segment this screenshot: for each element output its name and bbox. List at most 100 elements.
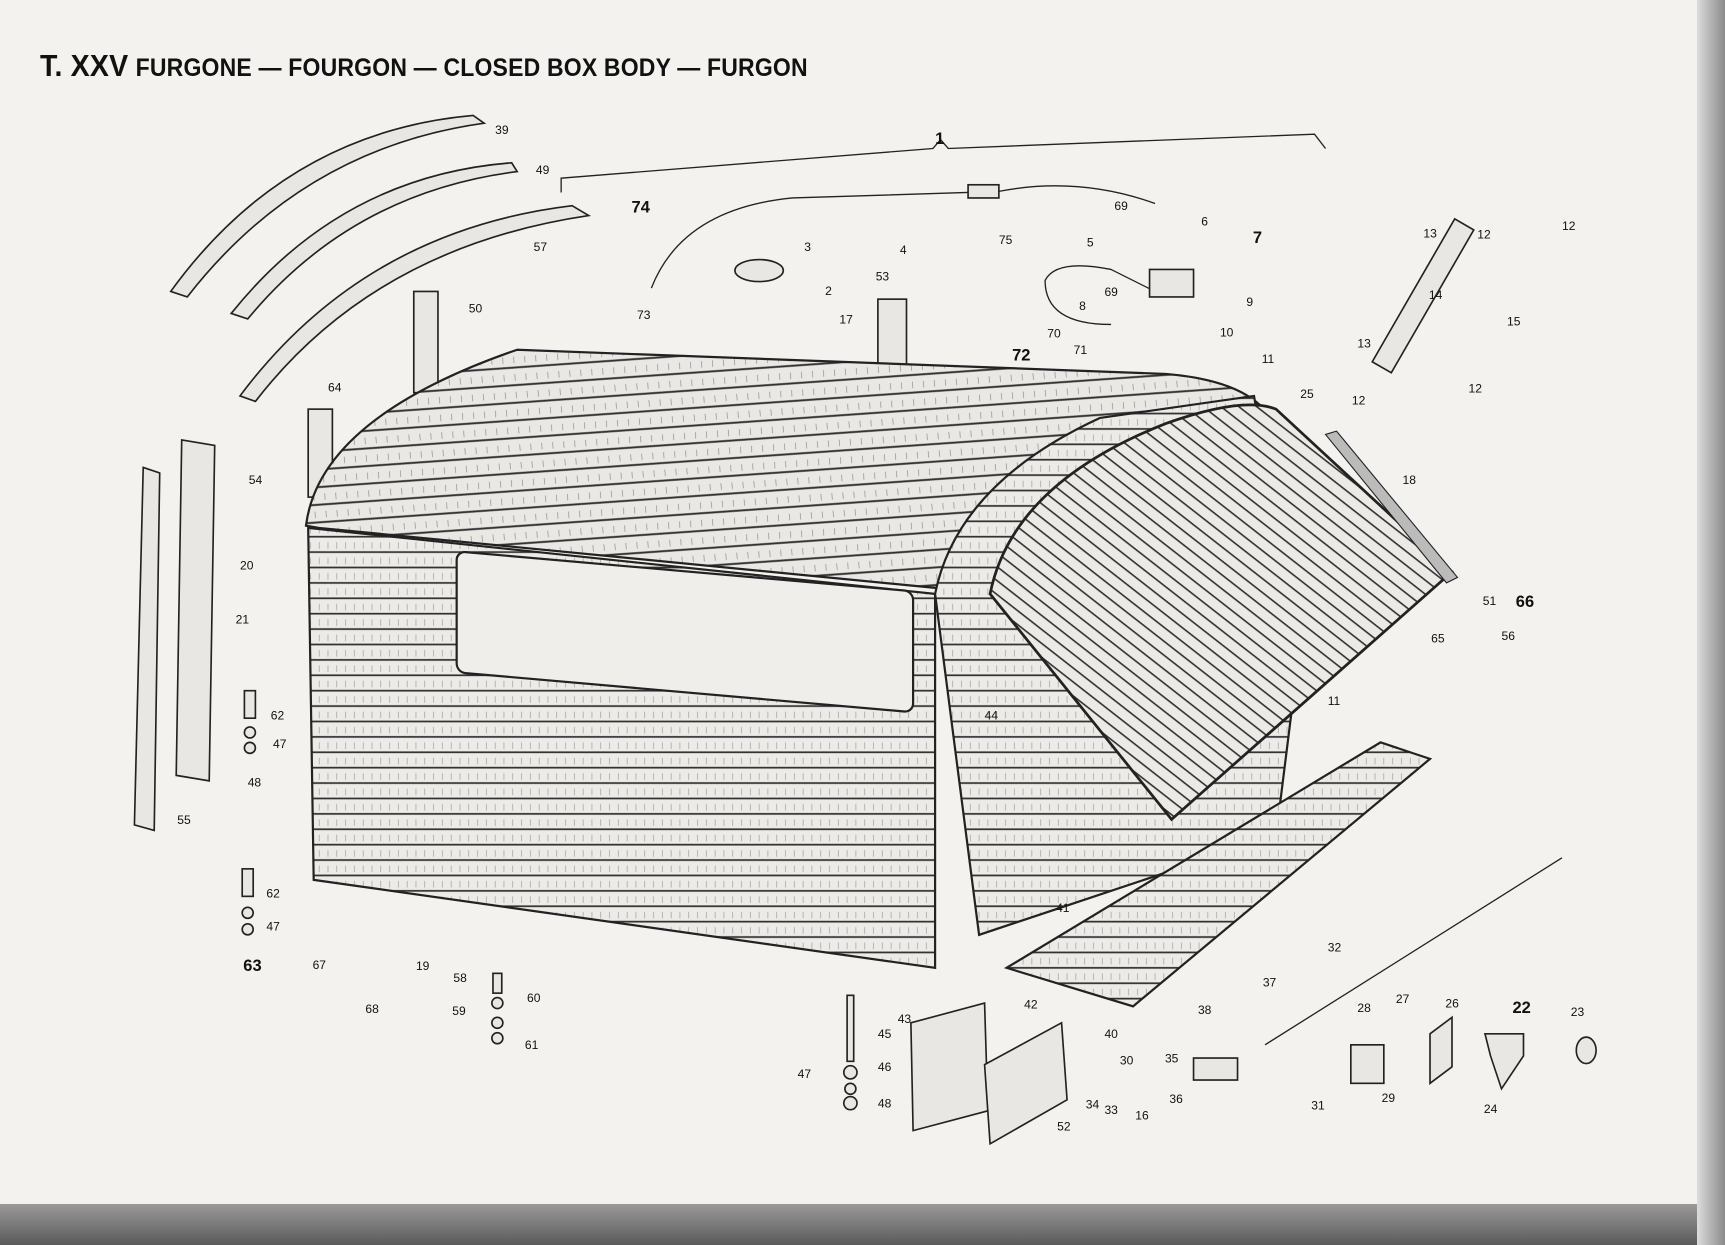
callout-69: 69	[1114, 199, 1128, 213]
box-body	[304, 348, 1459, 1008]
callout-8: 8	[1079, 299, 1086, 313]
callout-62: 62	[266, 886, 280, 900]
callout-15: 15	[1507, 315, 1521, 329]
callout-10: 10	[1220, 326, 1234, 340]
callout-11: 11	[1328, 694, 1341, 708]
callout-48: 48	[878, 1097, 892, 1111]
callout-64: 64	[328, 381, 342, 395]
callout-57: 57	[534, 240, 548, 254]
callout-13: 13	[1423, 227, 1437, 241]
callout-12: 12	[1469, 382, 1483, 396]
callout-55: 55	[177, 813, 191, 827]
callout-43: 43	[898, 1012, 912, 1026]
rear-door	[988, 403, 1455, 822]
roof-strips	[169, 114, 592, 403]
callout-47: 47	[273, 737, 287, 751]
callout-17: 17	[839, 312, 853, 326]
title-text: FURGONE — FOURGON — CLOSED BOX BODY — FU…	[135, 54, 808, 82]
callout-12: 12	[1562, 219, 1576, 233]
callout-47: 47	[266, 919, 280, 933]
side-window	[455, 550, 915, 713]
scan-bottom-edge	[0, 1204, 1725, 1245]
callout-20: 20	[240, 559, 254, 573]
callout-53: 53	[876, 269, 890, 283]
scan-page-edge	[1697, 0, 1725, 1245]
callout-3: 3	[804, 240, 811, 254]
callout-56: 56	[1501, 629, 1515, 643]
callout-38: 38	[1198, 1003, 1212, 1017]
callout-74: 74	[632, 198, 651, 216]
callout-28: 28	[1357, 1001, 1371, 1015]
callout-21: 21	[236, 613, 250, 627]
callout-65: 65	[1431, 631, 1445, 645]
callout-39: 39	[495, 123, 509, 137]
callout-72: 72	[1012, 347, 1030, 365]
callout-73: 73	[637, 308, 651, 322]
callout-68: 68	[365, 1002, 379, 1016]
callout-5: 5	[1087, 235, 1094, 249]
callout-30: 30	[1120, 1054, 1134, 1068]
callout-61: 61	[525, 1038, 539, 1052]
callout-59: 59	[452, 1004, 466, 1018]
callout-4: 4	[900, 243, 907, 257]
callout-33: 33	[1104, 1103, 1118, 1117]
callout-42: 42	[1024, 998, 1038, 1012]
callout-27: 27	[1396, 992, 1410, 1006]
callout-26: 26	[1445, 996, 1459, 1010]
callout-69: 69	[1104, 285, 1118, 299]
callout-40: 40	[1104, 1027, 1118, 1041]
callout-13: 13	[1357, 337, 1371, 351]
assembly-bracket	[560, 133, 1327, 193]
callout-41: 41	[1056, 901, 1070, 915]
callout-49: 49	[536, 163, 550, 177]
callout-54: 54	[249, 473, 263, 487]
callout-9: 9	[1246, 295, 1253, 309]
plate-number: T. XXV	[40, 48, 129, 83]
callout-7: 7	[1253, 229, 1262, 247]
callout-48: 48	[248, 775, 262, 789]
callout-2: 2	[825, 284, 832, 298]
vertical-trims	[133, 290, 908, 832]
callout-35: 35	[1165, 1051, 1179, 1065]
callout-36: 36	[1169, 1092, 1183, 1106]
callout-52: 52	[1057, 1120, 1071, 1134]
callout-47: 47	[798, 1067, 812, 1081]
callout-31: 31	[1311, 1099, 1325, 1113]
callout-25: 25	[1300, 387, 1314, 401]
callout-34: 34	[1086, 1098, 1100, 1112]
callout-67: 67	[313, 958, 327, 972]
callout-62: 62	[271, 708, 285, 722]
callout-44: 44	[985, 708, 999, 722]
callout-18: 18	[1403, 473, 1417, 487]
callout-50: 50	[469, 301, 483, 315]
cables	[650, 183, 1475, 374]
callout-29: 29	[1382, 1091, 1396, 1105]
callout-32: 32	[1328, 940, 1342, 954]
callout-66: 66	[1516, 593, 1534, 611]
callout-45: 45	[878, 1027, 892, 1041]
callout-46: 46	[878, 1060, 892, 1074]
callout-51: 51	[1483, 594, 1497, 608]
callout-16: 16	[1135, 1109, 1149, 1123]
callout-22: 22	[1512, 999, 1530, 1017]
callout-58: 58	[453, 971, 467, 985]
callout-11: 11	[1262, 352, 1275, 366]
callout-19: 19	[416, 959, 430, 973]
callout-12: 12	[1352, 394, 1366, 408]
tailgate	[1003, 741, 1433, 1008]
door-seal	[1324, 430, 1459, 584]
callout-75: 75	[999, 233, 1013, 247]
callout-1: 1	[935, 130, 944, 148]
callout-63: 63	[243, 957, 261, 975]
callout-6: 6	[1201, 214, 1208, 228]
callout-37: 37	[1263, 976, 1277, 990]
callout-60: 60	[527, 991, 541, 1005]
callout-24: 24	[1484, 1102, 1498, 1116]
callout-23: 23	[1571, 1005, 1585, 1019]
callout-12: 12	[1477, 228, 1491, 242]
callout-14: 14	[1429, 288, 1443, 302]
